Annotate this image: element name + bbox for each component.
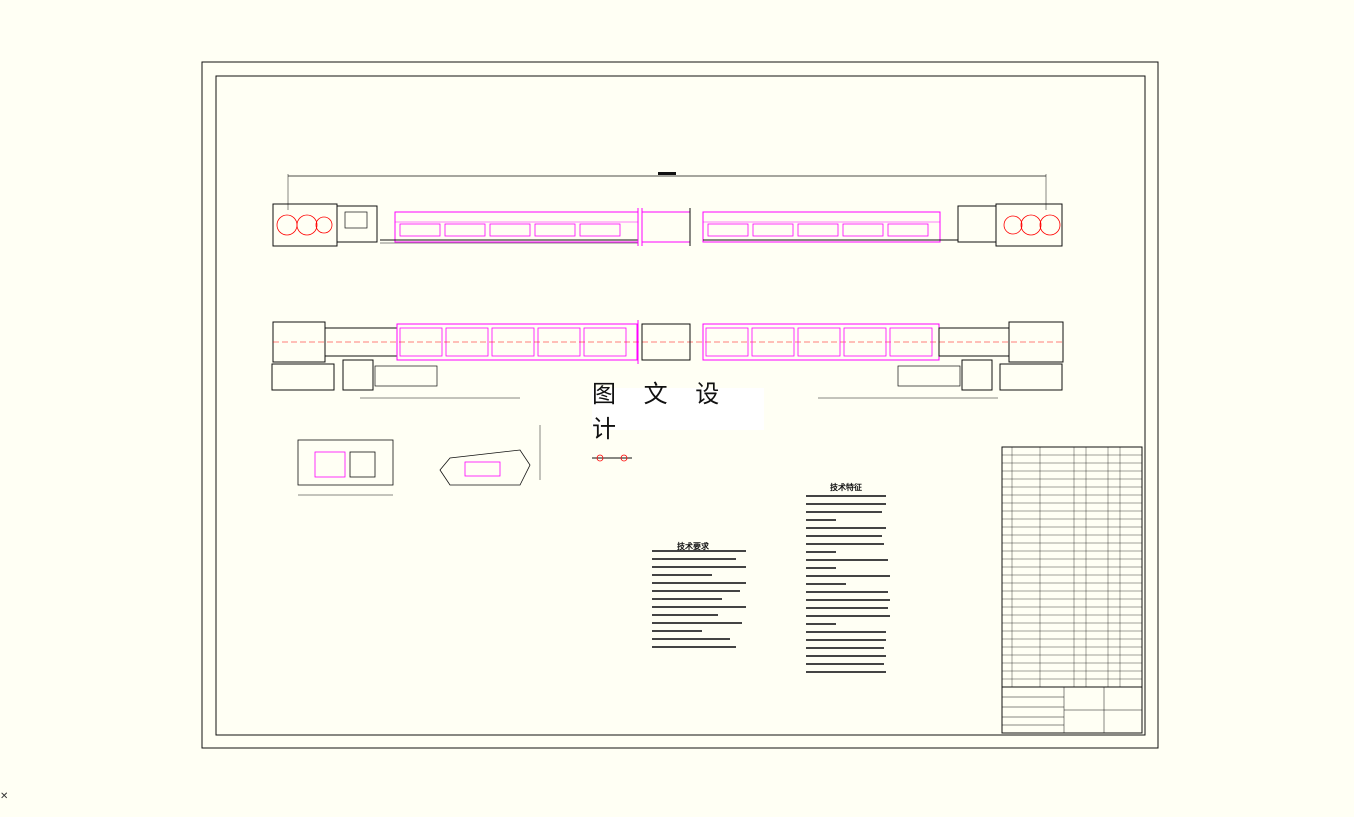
- technical-requirements-title: 技术要求: [677, 542, 709, 551]
- sheet-outer-border: [201, 61, 1159, 749]
- watermark-label: 图 文 设 计: [592, 380, 764, 443]
- cursor-cross-icon: ✕: [0, 791, 9, 802]
- technical-requirements-block: [652, 550, 746, 648]
- sheet-inner-border: [215, 75, 1146, 736]
- top-plan-view: [271, 320, 1064, 399]
- detail-view-a: [297, 439, 394, 496]
- detail-view-b: [439, 425, 541, 486]
- parts-list-table: [1001, 446, 1143, 688]
- title-block: [1001, 686, 1143, 734]
- front-elevation-view: [272, 172, 1063, 247]
- technical-specs-block: [806, 495, 890, 673]
- technical-specs-title: 技术特征: [830, 483, 862, 492]
- detail-view-c: [592, 454, 632, 462]
